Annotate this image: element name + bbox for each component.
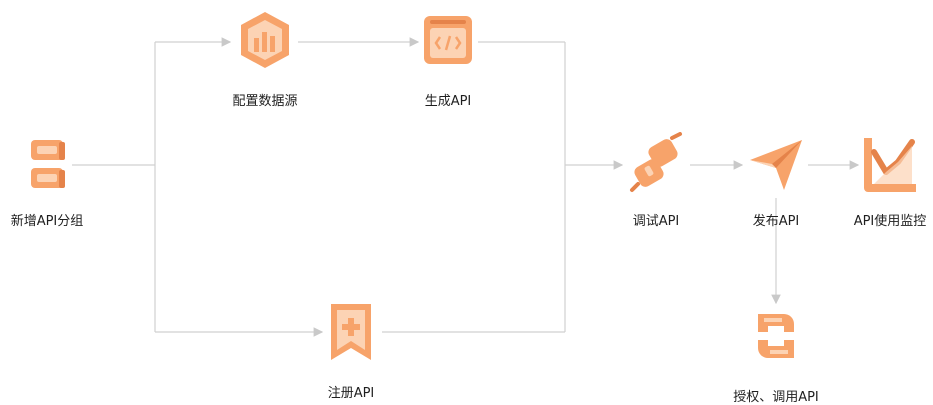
node-label: 注册API xyxy=(327,386,375,401)
node-label: 发布API xyxy=(752,214,800,229)
node-label: 授权、调用API xyxy=(733,390,819,405)
node-label: 配置数据源 xyxy=(232,94,298,109)
trend-chart-icon xyxy=(864,138,916,192)
exchange-icon xyxy=(758,314,794,358)
plug-icon xyxy=(630,132,682,192)
code-window-icon xyxy=(424,16,472,64)
node-label: 调试API xyxy=(632,214,680,229)
node-label: API使用监控 xyxy=(853,214,927,229)
paper-plane-icon xyxy=(750,140,802,190)
database-chart-icon xyxy=(241,12,289,68)
bookmark-plus-icon xyxy=(331,304,371,360)
node-label: 新增API分组 xyxy=(10,214,84,229)
stacked-blocks-icon xyxy=(31,140,65,188)
node-label: 生成API xyxy=(424,94,472,109)
